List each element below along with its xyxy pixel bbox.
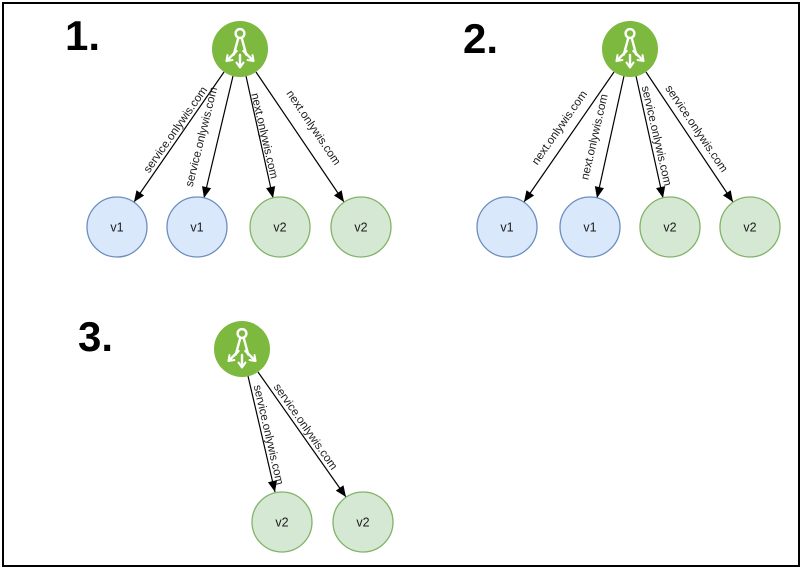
node-label: v1 [500,221,513,235]
service-node-v2 [639,196,701,258]
section-1-number: 1. [65,12,100,59]
edge-arrow [245,75,276,199]
section-3: 3. service.onlywis.com service.onlywis.c… [78,313,394,553]
node-label: v1 [110,221,123,235]
page-border [2,2,800,567]
edge-label: next.onlywis.com [579,93,610,181]
service-node-v2 [251,491,313,553]
gateway-node [214,321,270,377]
node-label: v2 [275,516,288,530]
section-2-number: 2. [463,15,498,62]
edge-label: service.onlywis.com [271,382,339,473]
edge-arrow [133,71,225,203]
edge-label: next.onlywis.com [248,92,279,180]
node-label: v2 [743,221,756,235]
gateway-node [602,21,658,77]
node-label: v2 [273,221,286,235]
node-label: v2 [354,221,367,235]
service-node-v2 [719,196,781,258]
node-label: v1 [190,221,203,235]
edge-label: service.onlywis.com [662,83,729,174]
edge-label: service.onlywis.com [639,85,674,187]
edge-arrow [523,71,615,203]
edge-arrow [257,371,347,498]
gateway-node [212,21,268,77]
service-node-v1 [559,196,621,258]
service-node-v1 [166,196,228,258]
service-node-v2 [330,196,392,258]
edge-arrow [202,75,234,199]
service-node-v2 [332,491,394,553]
edge-arrow [255,71,345,203]
edge-arrow [247,375,278,493]
service-node-v2 [249,196,311,258]
node-label: v2 [356,516,369,530]
service-node-v1 [476,196,538,258]
section-1: 1. service.onlywis.com service.onlywis.c… [65,12,392,258]
edge-arrow [594,75,625,199]
node-label: v2 [663,221,676,235]
edge-label: next.onlywis.com [530,89,590,168]
node-label: v1 [583,221,596,235]
service-node-v1 [86,196,148,258]
section-3-number: 3. [78,313,113,360]
edge-arrow [635,75,666,199]
edge-arrow [645,71,734,203]
section-2: 2. next.onlywis.com next.onlywis.com ser… [463,15,781,258]
